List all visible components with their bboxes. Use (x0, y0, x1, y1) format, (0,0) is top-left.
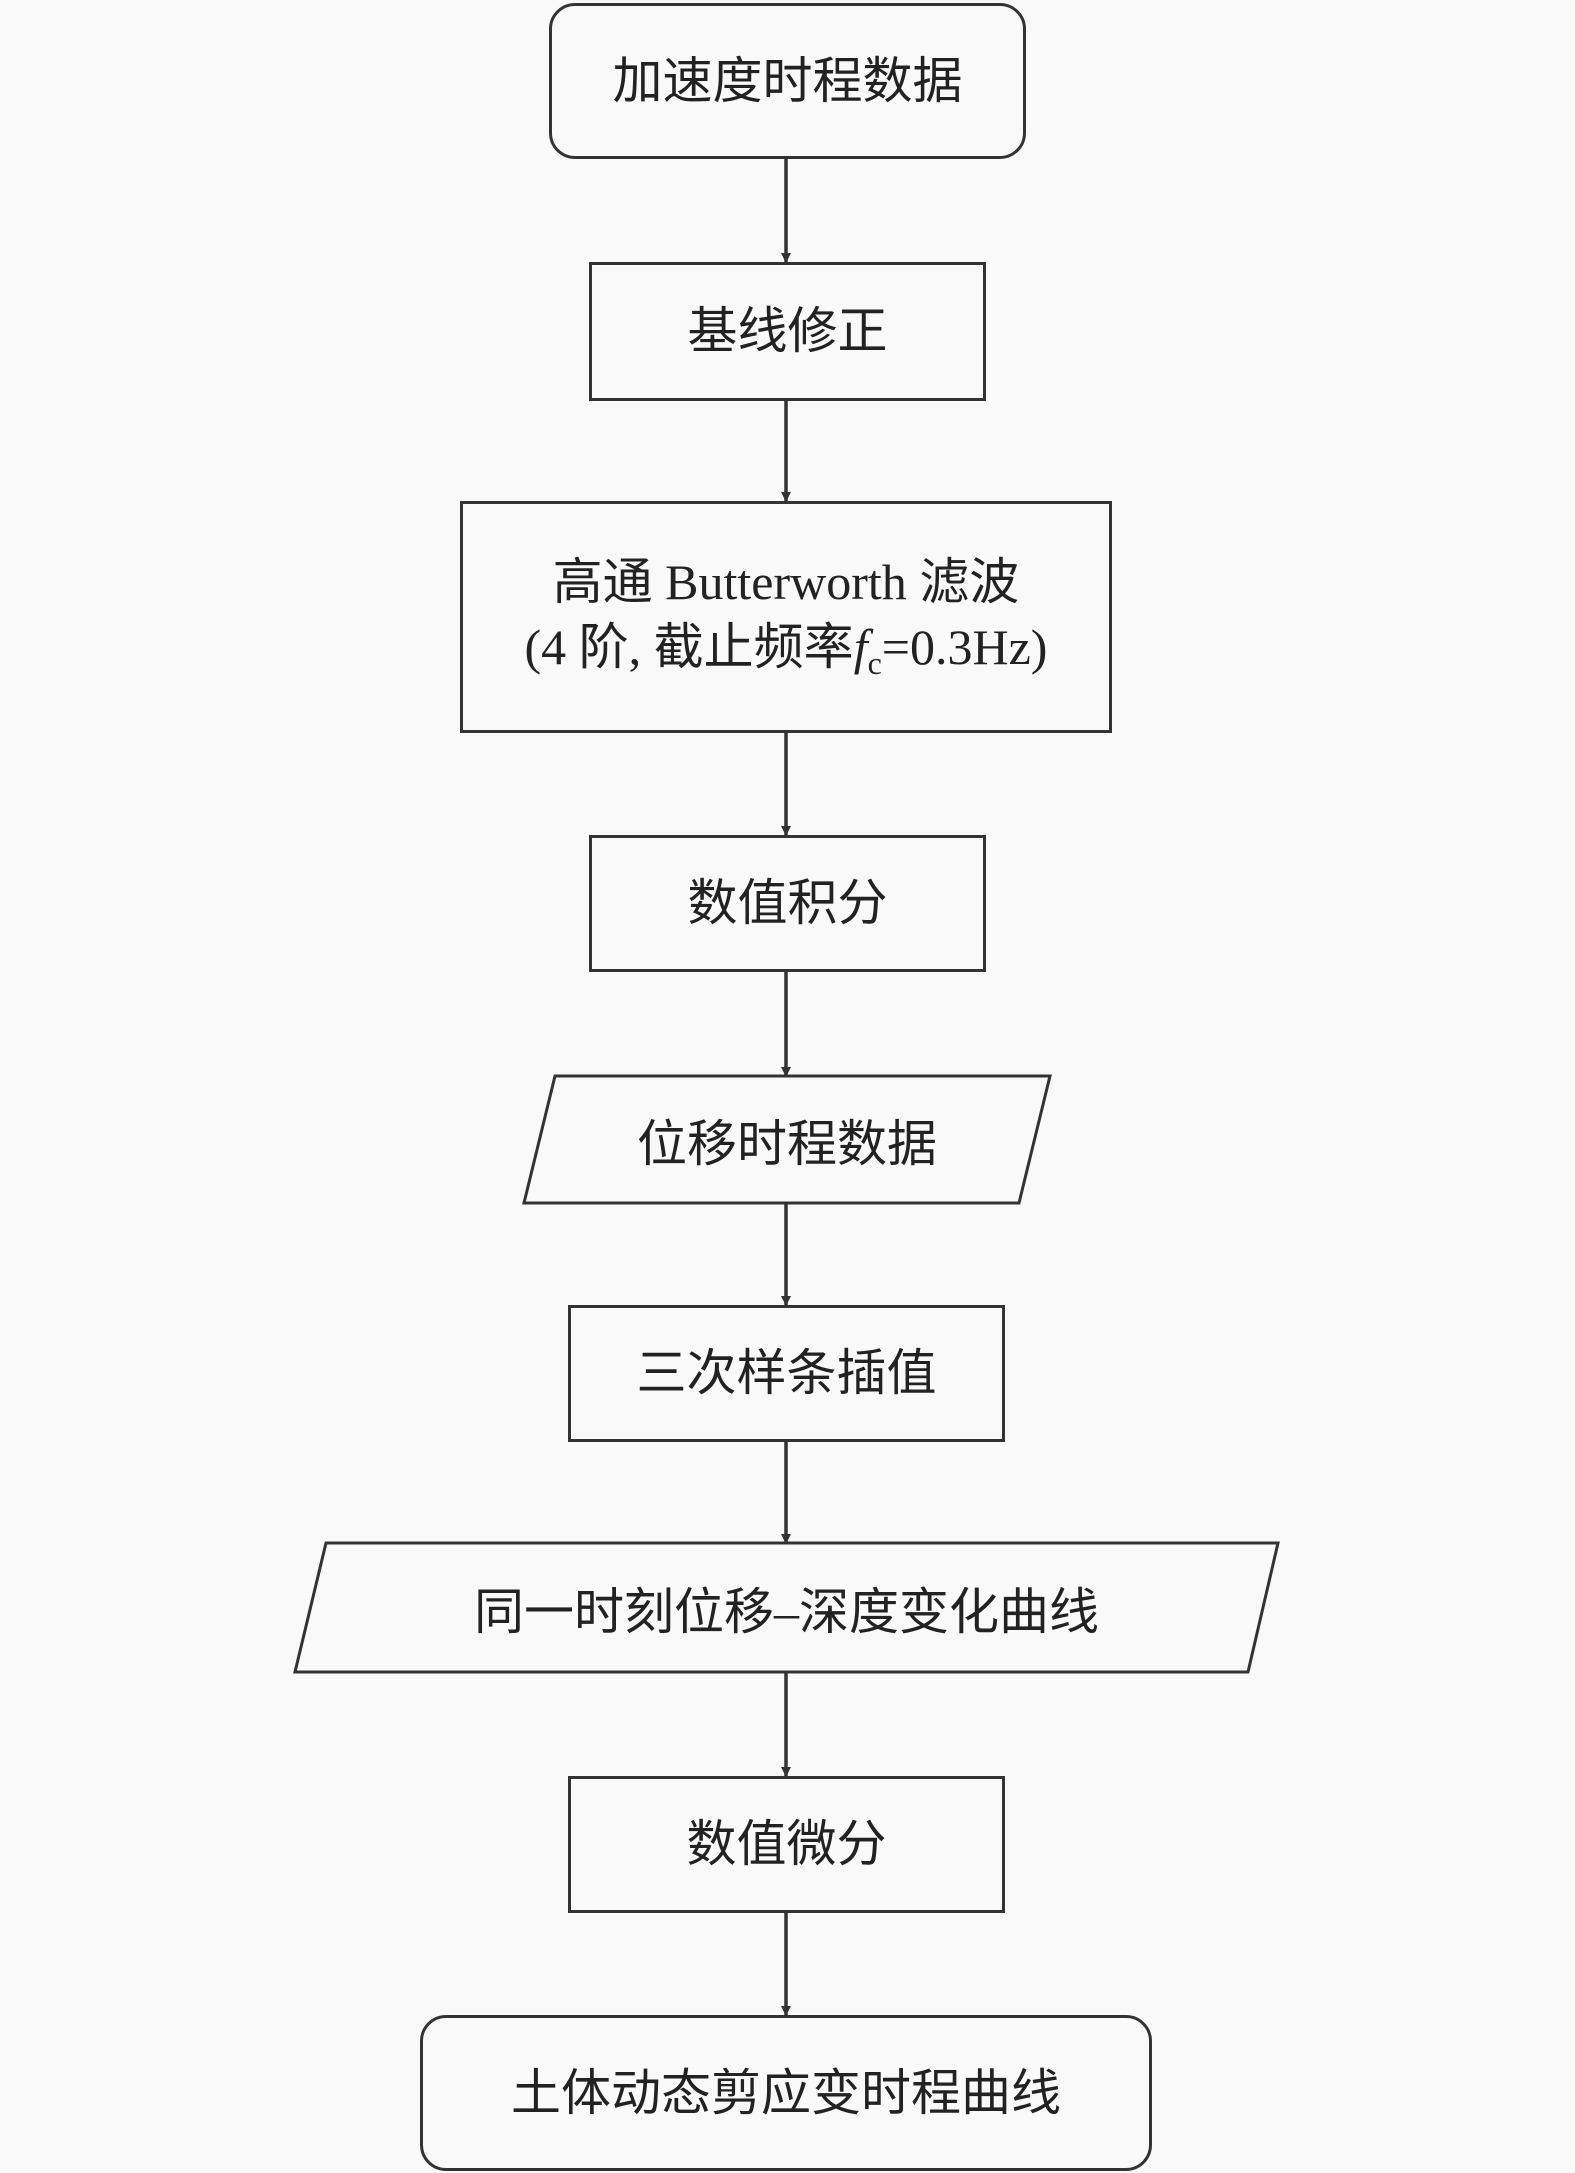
step-baseline-correction: 基线修正 (589, 262, 986, 401)
step-shear-strain-curve: 土体动态剪应变时程曲线 (420, 2015, 1152, 2171)
step-displacement-depth-curve: 同一时刻位移–深度变化曲线 (295, 1543, 1278, 1672)
step-butterworth-filter: 高通 Butterworth 滤波 (4 阶, 截止频率fc=0.3Hz) (460, 501, 1112, 733)
step-label-line1: 高通 Butterworth 滤波 (552, 553, 1020, 610)
step-label: 加速度时程数据 (612, 52, 963, 109)
step-label: 同一时刻位移–深度变化曲线 (474, 1583, 1099, 1640)
step-label: 数值微分 (686, 1816, 887, 1872)
subscript-c: c (867, 644, 882, 681)
step-displacement-data: 位移时程数据 (524, 1076, 1050, 1203)
step-acceleration-data: 加速度时程数据 (549, 3, 1026, 159)
step-label: 三次样条插值 (636, 1345, 937, 1401)
step-numerical-integration: 数值积分 (589, 835, 986, 972)
parallelogram-shape-5 (522, 1074, 1052, 1205)
step-label: 位移时程数据 (637, 1115, 937, 1172)
text-suffix: =0.3Hz) (881, 618, 1048, 675)
step-label: 土体动态剪应变时程曲线 (511, 2064, 1061, 2121)
step-cubic-spline: 三次样条插值 (568, 1305, 1005, 1442)
parallelogram-shape-7 (293, 1541, 1280, 1674)
step-numerical-differentiation: 数值微分 (568, 1776, 1005, 1913)
step-label: 基线修正 (687, 303, 888, 359)
var-f: f (853, 618, 868, 675)
step-label: 数值积分 (687, 875, 888, 931)
step-label-line2: (4 阶, 截止频率fc=0.3Hz) (525, 615, 1048, 685)
text-prefix: (4 阶, 截止频率 (524, 618, 854, 675)
